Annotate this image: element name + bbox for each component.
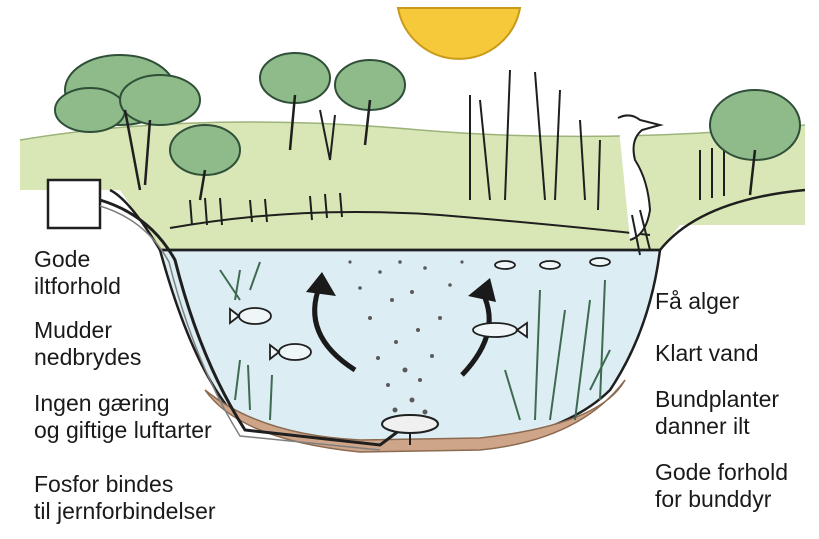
label-ingen-gaering: Ingen gæring og giftige luftarter	[34, 390, 212, 444]
label-mudder-nedbrydes: Mudder nedbrydes	[34, 317, 141, 371]
label-line: iltforhold	[34, 273, 121, 300]
label-bundplanter: Bundplanter danner ilt	[655, 386, 779, 440]
label-gode-forhold: Gode forhold for bunddyr	[655, 459, 788, 513]
compressor-box	[48, 180, 100, 228]
label-line: Gode	[34, 246, 121, 273]
label-fosfor-bindes: Fosfor bindes til jernforbindelser	[34, 471, 216, 525]
label-line: Fosfor bindes	[34, 471, 216, 498]
label-line: Gode forhold	[655, 459, 788, 486]
label-line: Klart vand	[655, 340, 759, 367]
label-faa-alger: Få alger	[655, 288, 739, 315]
label-line: Ingen gæring	[34, 390, 212, 417]
label-line: nedbrydes	[34, 344, 141, 371]
label-line: danner ilt	[655, 413, 779, 440]
label-line: og giftige luftarter	[34, 417, 212, 444]
label-line: Bundplanter	[655, 386, 779, 413]
label-klart-vand: Klart vand	[655, 340, 759, 367]
label-line: Få alger	[655, 288, 739, 315]
label-line: til jernforbindelser	[34, 498, 216, 525]
diffuser	[382, 415, 438, 433]
label-gode-iltforhold: Gode iltforhold	[34, 246, 121, 300]
label-line: for bunddyr	[655, 486, 788, 513]
label-line: Mudder	[34, 317, 141, 344]
